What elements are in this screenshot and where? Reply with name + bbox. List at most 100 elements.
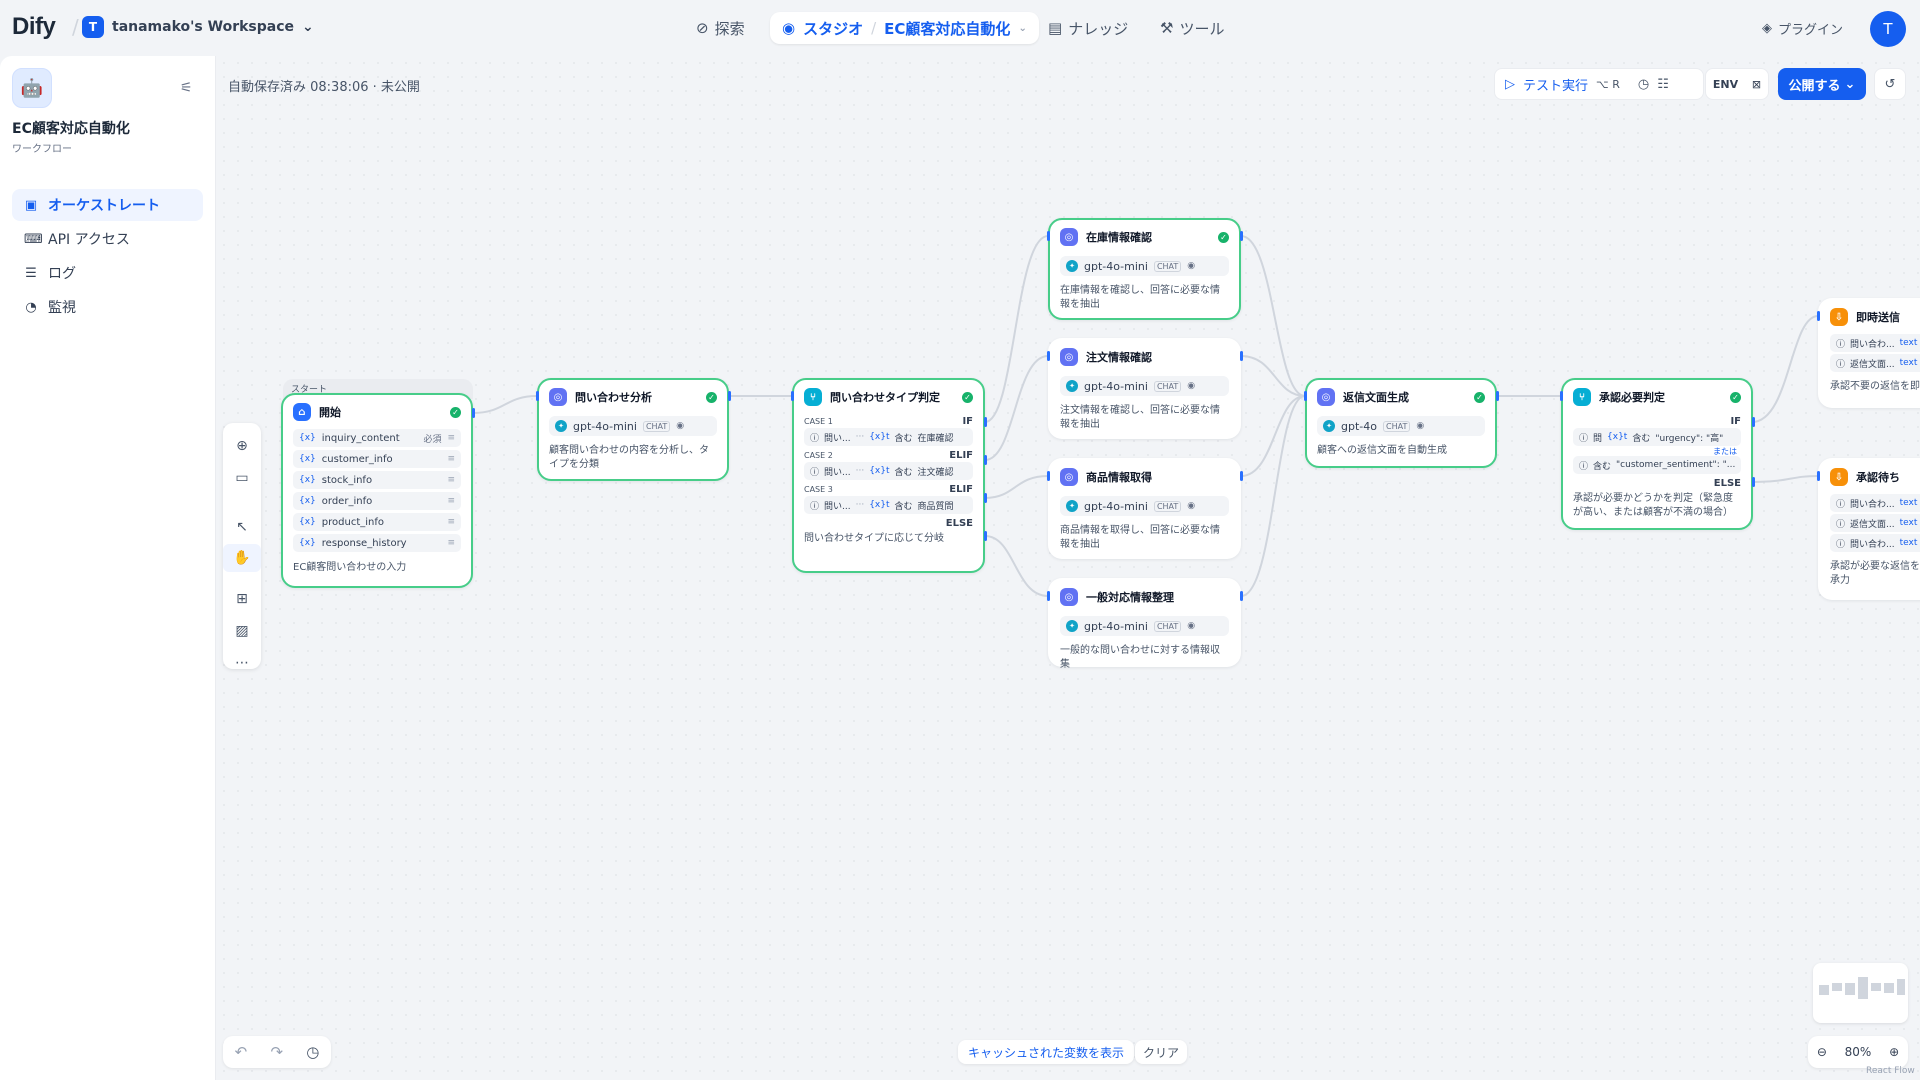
sidebar-item-orchestrate[interactable]: ▣ オーケストレート [12,189,203,221]
source-handle[interactable] [1496,391,1499,401]
info-icon: ⓘ [1579,433,1589,444]
source-handle[interactable] [984,417,987,427]
var-name: customer_info [321,453,393,465]
file-list-icon: ☰ [25,265,37,281]
version-history-icon[interactable]: ◷ [306,1043,320,1061]
nav-studio[interactable]: ◉ スタジオ / EC顧客対応自動化 ⌄ [770,12,1039,44]
target-handle[interactable] [1047,591,1050,601]
source-handle[interactable] [1752,477,1755,487]
minimap[interactable] [1813,963,1908,1023]
clear-button[interactable]: クリア [1135,1040,1188,1064]
node-header: ◎ 問い合わせ分析 ✓ [539,380,727,414]
top-bar: Dify / T tanamako's Workspace ⌄ ⊘ 探索 ◉ ス… [0,0,1920,56]
organize-icon[interactable]: ⊞ [236,591,248,607]
target-handle[interactable] [1047,231,1050,241]
node-header: ◎ 注文情報確認 [1050,340,1239,374]
nav-app-label[interactable]: EC顧客対応自動化 [884,19,1011,38]
more-icon[interactable]: ⋯ [235,655,249,671]
info-icon: ⓘ [1836,539,1846,550]
model-name: gpt-4o-mini [1084,379,1148,393]
target-handle[interactable] [536,391,539,401]
env-button[interactable]: ENV [1712,77,1739,91]
add-node-icon[interactable]: ⊕ [236,438,248,454]
sidebar-item-api-access[interactable]: ⌨ API アクセス [12,223,203,255]
target-handle[interactable] [1304,391,1307,401]
check-icon: ✓ [962,391,973,403]
variable-icon: {x}t [869,432,890,442]
variable-icon: {x} [299,433,316,443]
nav-plugins[interactable]: ◈ プラグイン [1762,12,1843,44]
test-run-button[interactable]: テスト実行 [1523,78,1589,94]
variable-icon: {x} [299,538,316,548]
source-handle[interactable] [472,408,475,418]
publish-button[interactable]: 公開する ⌄ [1778,68,1866,100]
target-handle[interactable] [791,391,794,401]
mode-tag: CHAT [642,420,671,432]
hand-icon[interactable]: ✋ [223,544,261,572]
nav-plugins-label: プラグイン [1778,22,1844,38]
user-avatar[interactable]: T [1870,11,1906,47]
variable-icon[interactable]: ⊠ [1751,77,1762,91]
target-handle[interactable] [1047,351,1050,361]
zoom-out-icon[interactable]: ⊖ [1816,1045,1827,1059]
target-handle[interactable] [1560,391,1563,401]
redo-icon[interactable]: ↷ [270,1043,284,1061]
source-handle[interactable] [728,391,731,401]
case-keyword: ELIF [949,449,973,461]
target-handle[interactable] [1817,471,1820,481]
undo-icon[interactable]: ↶ [234,1043,248,1061]
nav-tools[interactable]: ⚒ ツール [1160,12,1224,44]
add-note-icon[interactable]: ▭ [235,470,249,486]
sidebar-item-monitoring[interactable]: ◔ 監視 [12,291,203,323]
sliders-icon[interactable]: ⚟ [180,80,193,96]
nav-explore[interactable]: ⊘ 探索 [696,12,745,44]
zoom-in-icon[interactable]: ⊕ [1889,1045,1900,1059]
pointer-icon[interactable]: ↖ [236,519,248,535]
source-handle[interactable] [1240,351,1243,361]
info-icon: ⓘ [1836,359,1846,370]
dify-logo[interactable]: Dify [12,13,56,40]
checklist-icon[interactable]: ☷ [1657,76,1669,92]
target-handle[interactable] [1047,471,1050,481]
show-cached-variables-button[interactable]: キャッシュされた変数を表示 [958,1040,1135,1064]
llm-icon: ◎ [1060,348,1078,366]
source-handle[interactable] [1240,231,1243,241]
play-icon[interactable]: ▷ [1505,76,1515,92]
var-type: text [1899,338,1918,348]
var-name: inquiry_content [321,432,400,444]
var-type: text [1899,538,1918,548]
source-handle[interactable] [984,493,987,503]
react-flow-attribution[interactable]: React Flow [1866,1066,1915,1076]
zoom-level[interactable]: 80% [1844,1045,1872,1059]
start-var: {x}response_history≡ [293,534,461,552]
source-handle[interactable] [984,531,987,541]
source-handle[interactable] [984,455,987,465]
source-handle[interactable] [1752,417,1755,427]
source-handle[interactable] [1240,591,1243,601]
source-handle[interactable] [1240,471,1243,481]
target-handle[interactable] [1817,311,1820,321]
run-history-icon[interactable]: ◷ [1637,76,1650,92]
cond-var: 問い... [824,467,851,478]
nav-knowledge[interactable]: ▤ ナレッジ [1048,12,1128,44]
export-image-icon[interactable]: ▨ [235,623,249,639]
llm-icon: ◎ [549,388,567,406]
sidebar-item-logs[interactable]: ☰ ログ [12,257,203,289]
history-icon[interactable]: ↺ [1874,68,1906,100]
case-label: CASE 2 [804,450,833,460]
workspace-switcher[interactable]: T tanamako's Workspace ⌄ [82,16,314,38]
node-header: ⑂ 承認必要判定 ✓ [1563,380,1751,414]
variable-icon: {x} [299,496,316,506]
